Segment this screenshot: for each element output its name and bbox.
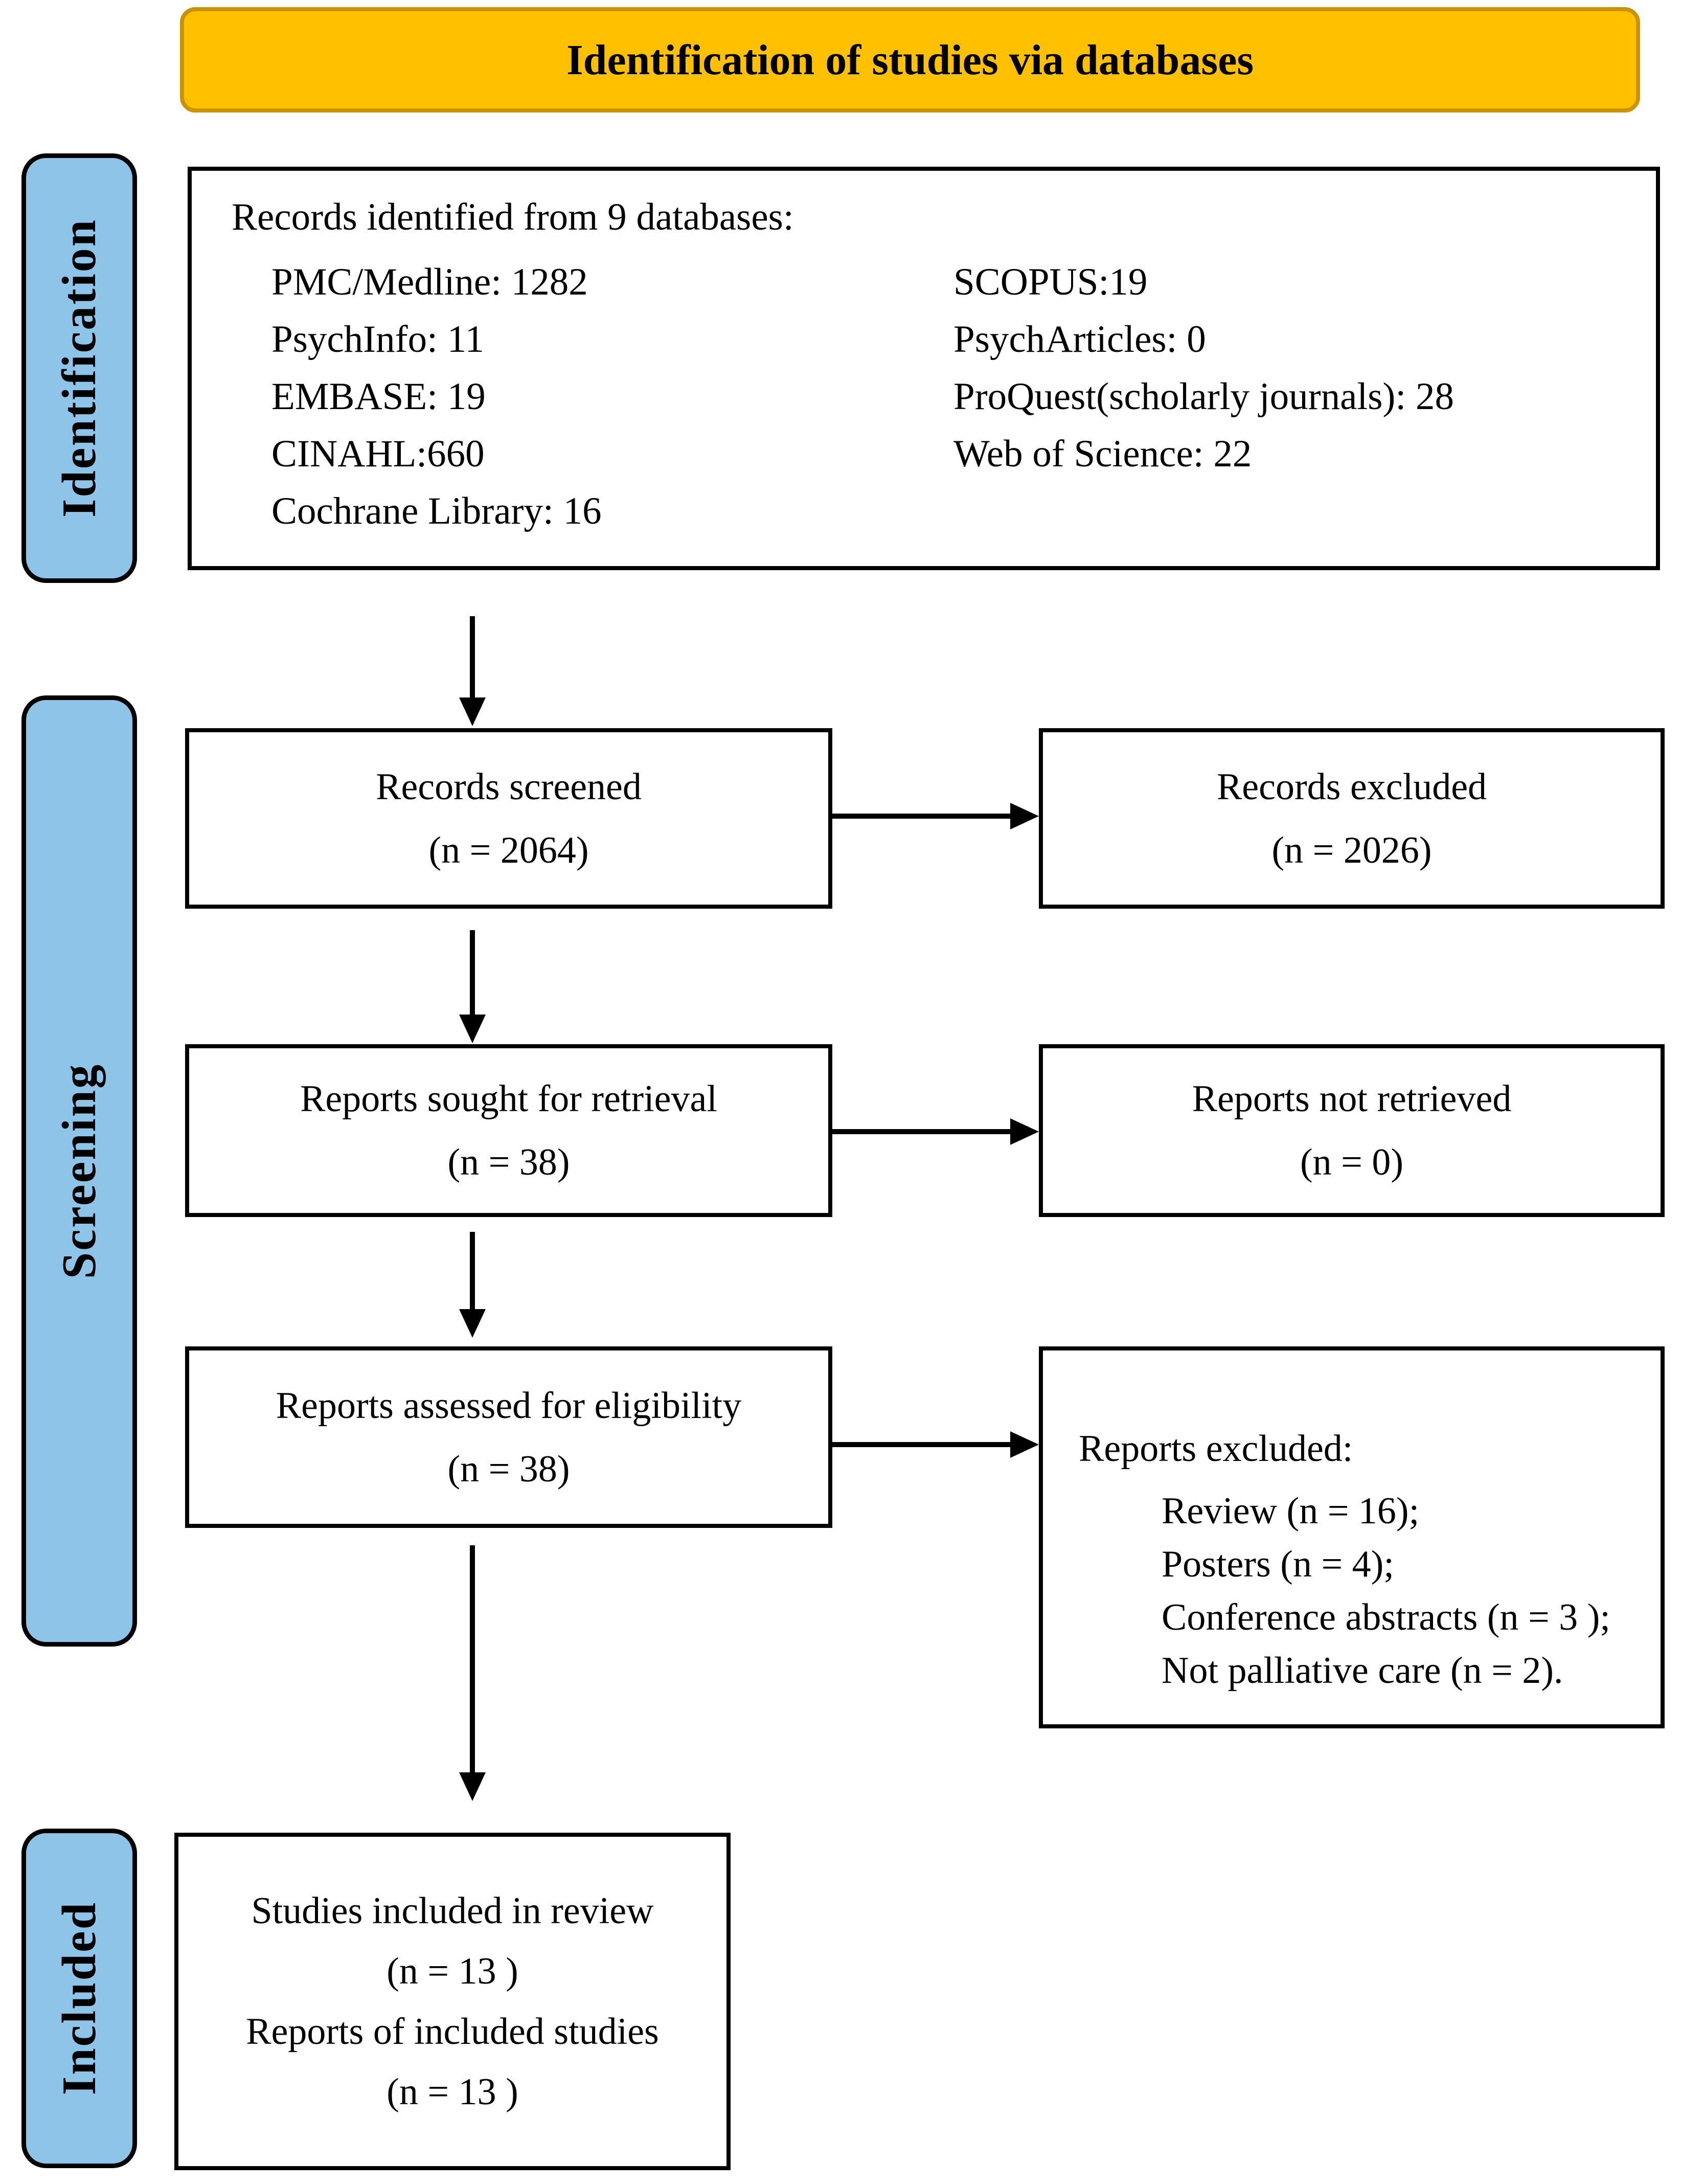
arrow-screened-to-sought-shaft xyxy=(470,930,475,1016)
exclusion-reason: Review (n = 16); xyxy=(1162,1490,1420,1532)
records-excluded-label: Records excluded xyxy=(1216,765,1487,808)
reports-not-retrieved-count: (n = 0) xyxy=(1300,1141,1404,1183)
arrow-screened-to-sought-head xyxy=(459,1015,486,1043)
records-identified-right-column: SCOPUS:19 PsychArticles: 0 ProQuest(scho… xyxy=(953,254,1454,483)
arrow-sought-to-assessed-shaft xyxy=(470,1232,475,1311)
database-count: PsychArticles: 0 xyxy=(953,318,1206,361)
reports-assessed-count: (n = 38) xyxy=(447,1448,570,1490)
studies-included-label: Studies included in review xyxy=(251,1890,654,1932)
banner-identification-via-databases: Identification of studies via databases xyxy=(180,7,1640,112)
arrow-sought-to-assessed-head xyxy=(459,1309,486,1338)
reports-assessed-label: Reports assessed for eligibility xyxy=(276,1384,742,1427)
arrow-screened-to-excluded-shaft xyxy=(832,814,1011,819)
database-count: ProQuest(scholarly journals): 28 xyxy=(953,375,1454,418)
records-excluded-count: (n = 2026) xyxy=(1271,829,1432,871)
database-count: Cochrane Library: 16 xyxy=(271,490,602,532)
arrow-sought-to-not-retrieved-head xyxy=(1010,1118,1039,1145)
exclusion-reason: Conference abstracts (n = 3 ); xyxy=(1162,1596,1610,1638)
records-screened-label: Records screened xyxy=(376,765,642,808)
box-records-excluded: Records excluded (n = 2026) xyxy=(1039,728,1665,909)
database-count: CINAHL:660 xyxy=(271,433,485,475)
stage-label-screening: Screening xyxy=(21,695,137,1647)
box-reports-excluded-reasons: Reports excluded: Review (n = 16); Poste… xyxy=(1039,1346,1665,1728)
arrow-assessed-to-excluded-head xyxy=(1010,1431,1039,1458)
box-reports-assessed: Reports assessed for eligibility (n = 38… xyxy=(185,1346,832,1528)
database-count: EMBASE: 19 xyxy=(271,375,486,418)
arrow-assessed-to-included-head xyxy=(459,1772,486,1801)
arrow-assessed-to-excluded-shaft xyxy=(832,1442,1011,1447)
exclusion-reason: Posters (n = 4); xyxy=(1162,1543,1394,1585)
exclusion-reason: Not palliative care (n = 2). xyxy=(1162,1650,1563,1692)
arrow-screened-to-excluded-head xyxy=(1010,803,1039,829)
records-screened-count: (n = 2064) xyxy=(428,829,589,871)
stage-label-included: Included xyxy=(21,1829,137,2168)
banner-title: Identification of studies via databases xyxy=(566,36,1254,84)
reports-sought-count: (n = 38) xyxy=(447,1141,570,1183)
database-count: PsychInfo: 11 xyxy=(271,318,484,361)
box-records-identified: Records identified from 9 databases: PMC… xyxy=(188,167,1660,570)
reports-included-count: (n = 13 ) xyxy=(387,2071,518,2113)
stage-label-identification-text: Identification xyxy=(53,218,106,518)
stage-label-identification: Identification xyxy=(21,153,137,583)
database-count: SCOPUS:19 xyxy=(953,261,1148,303)
box-reports-sought: Reports sought for retrieval (n = 38) xyxy=(185,1044,832,1217)
database-count: PMC/Medline: 1282 xyxy=(271,261,588,303)
records-identified-left-column: PMC/Medline: 1282 PsychInfo: 11 EMBASE: … xyxy=(271,254,602,540)
stage-label-screening-text: Screening xyxy=(53,1063,106,1279)
stage-label-included-text: Included xyxy=(53,1901,106,2096)
box-records-screened: Records screened (n = 2064) xyxy=(185,728,832,909)
arrow-identified-to-screened-shaft xyxy=(470,616,475,700)
box-reports-not-retrieved: Reports not retrieved (n = 0) xyxy=(1039,1044,1665,1217)
reports-excluded-reasons-list: Review (n = 16); Posters (n = 4); Confer… xyxy=(1162,1484,1610,1697)
reports-sought-label: Reports sought for retrieval xyxy=(300,1078,717,1120)
reports-not-retrieved-label: Reports not retrieved xyxy=(1192,1078,1512,1120)
database-count: Web of Science: 22 xyxy=(953,433,1252,475)
reports-included-label: Reports of included studies xyxy=(246,2011,659,2053)
studies-included-count: (n = 13 ) xyxy=(387,1950,518,1992)
reports-excluded-title: Reports excluded: xyxy=(1079,1428,1353,1470)
records-identified-title: Records identified from 9 databases: xyxy=(232,196,794,238)
arrow-sought-to-not-retrieved-shaft xyxy=(832,1129,1011,1134)
box-studies-included: Studies included in review (n = 13 ) Rep… xyxy=(174,1833,731,2170)
arrow-identified-to-screened-head xyxy=(459,697,486,726)
arrow-assessed-to-included-shaft xyxy=(470,1545,475,1773)
